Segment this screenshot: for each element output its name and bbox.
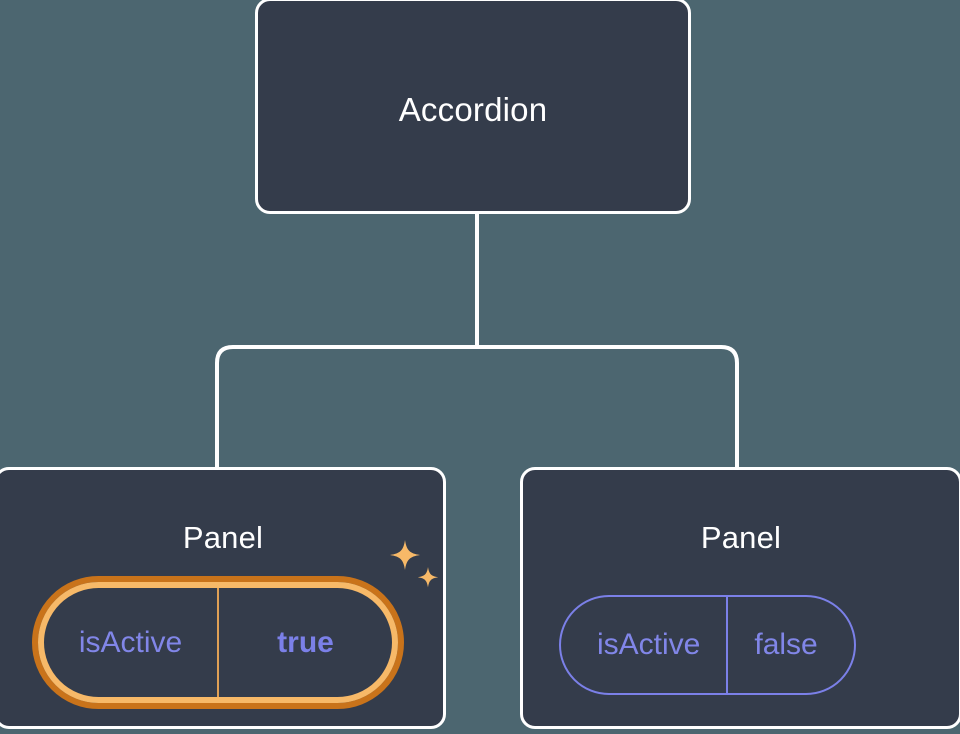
node-panel-inactive-title: Panel	[700, 520, 782, 555]
prop-value: false	[726, 597, 853, 693]
node-panel-inactive[interactable]: Panel isActive false	[520, 467, 960, 729]
prop-value: true	[217, 588, 392, 697]
node-accordion[interactable]: Accordion	[255, 0, 691, 214]
badge-content: isActive true	[44, 588, 392, 697]
badge-ring-outer	[32, 576, 404, 709]
prop-key: isActive	[597, 628, 701, 661]
node-panel-active-title: Panel	[182, 520, 264, 555]
connector-branch-bar	[215, 345, 739, 467]
prop-key: isActive	[78, 625, 183, 659]
prop-badge-default[interactable]: isActive false	[559, 595, 856, 695]
prop-badge-highlighted[interactable]: isActive true	[32, 576, 404, 709]
node-accordion-title: Accordion	[398, 91, 548, 128]
node-panel-active[interactable]: Panel isActive true	[0, 467, 446, 729]
badge-ring-inner	[38, 582, 398, 703]
